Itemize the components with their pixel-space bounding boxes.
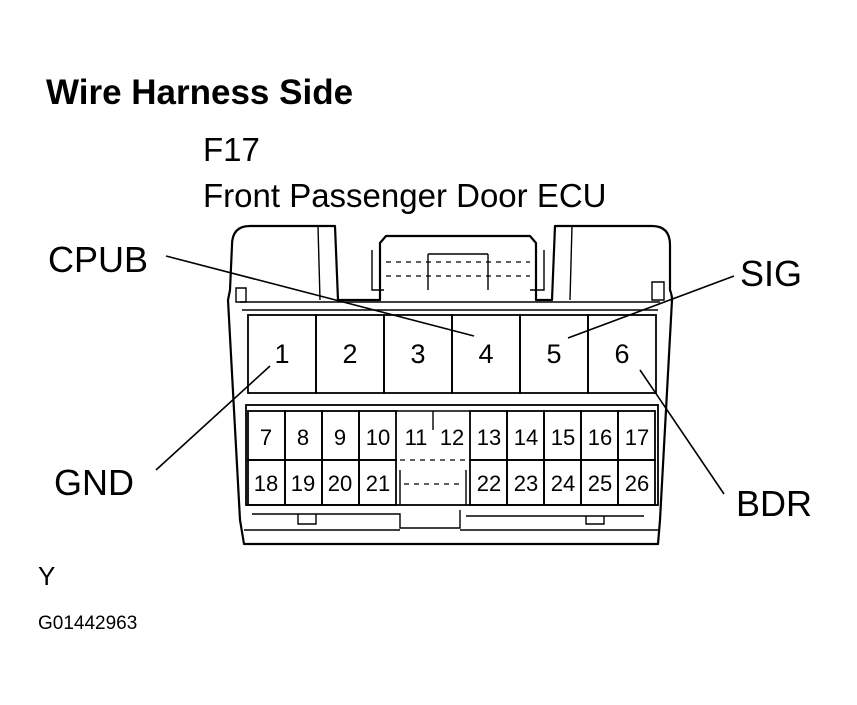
pin-label-6: 6 [614, 339, 629, 369]
pin-label-14: 14 [514, 425, 538, 450]
pin-label-3: 3 [410, 339, 425, 369]
callout-cpub: CPUB [48, 239, 148, 280]
pin-label-13: 13 [477, 425, 501, 450]
pin-label-1: 1 [274, 339, 289, 369]
pin-label-2: 2 [342, 339, 357, 369]
pin-label-11: 11 [405, 425, 428, 450]
leader-sig-to-pin-5 [567, 275, 735, 339]
pin-label-12: 12 [440, 425, 464, 450]
callout-gnd: GND [54, 462, 134, 503]
leader-bdr-to-pin-6 [639, 369, 725, 495]
pin-label-5: 5 [546, 339, 561, 369]
pin-label-17: 17 [625, 425, 649, 450]
pin-label-24: 24 [551, 471, 575, 496]
small-pin-block: 7 8 9 10 11 12 13 14 15 16 17 18 19 20 2… [245, 404, 659, 506]
pin-label-10: 10 [366, 425, 390, 450]
leader-gnd-to-pin-1 [155, 365, 271, 471]
figure-code: G01442963 [38, 613, 137, 634]
callout-bdr: BDR [736, 483, 812, 524]
pin-label-15: 15 [551, 425, 575, 450]
pin-label-22: 22 [477, 471, 501, 496]
small-pin-frame [245, 404, 659, 506]
pin-label-19: 19 [291, 471, 315, 496]
footer-letter: Y [38, 561, 55, 591]
diagram-title: Wire Harness Side [46, 73, 353, 112]
pin-label-25: 25 [588, 471, 612, 496]
callout-sig: SIG [740, 253, 802, 294]
pin-label-16: 16 [588, 425, 612, 450]
pin-label-7: 7 [260, 425, 272, 450]
pin-label-8: 8 [297, 425, 309, 450]
pin-label-23: 23 [514, 471, 538, 496]
pin-cell-6 [587, 314, 657, 394]
pin-label-21: 21 [366, 471, 390, 496]
connector-housing [226, 224, 674, 546]
leader-cpub-to-pin-4 [165, 255, 475, 337]
pin-label-18: 18 [254, 471, 278, 496]
pin-label-4: 4 [478, 339, 493, 369]
pin-label-20: 20 [328, 471, 352, 496]
pin-label-26: 26 [625, 471, 649, 496]
pin-label-9: 9 [334, 425, 346, 450]
connector-name: Front Passenger Door ECU [203, 177, 607, 214]
connector-code: F17 [203, 131, 260, 168]
large-pin-row: 1 2 3 4 5 6 [247, 314, 657, 394]
